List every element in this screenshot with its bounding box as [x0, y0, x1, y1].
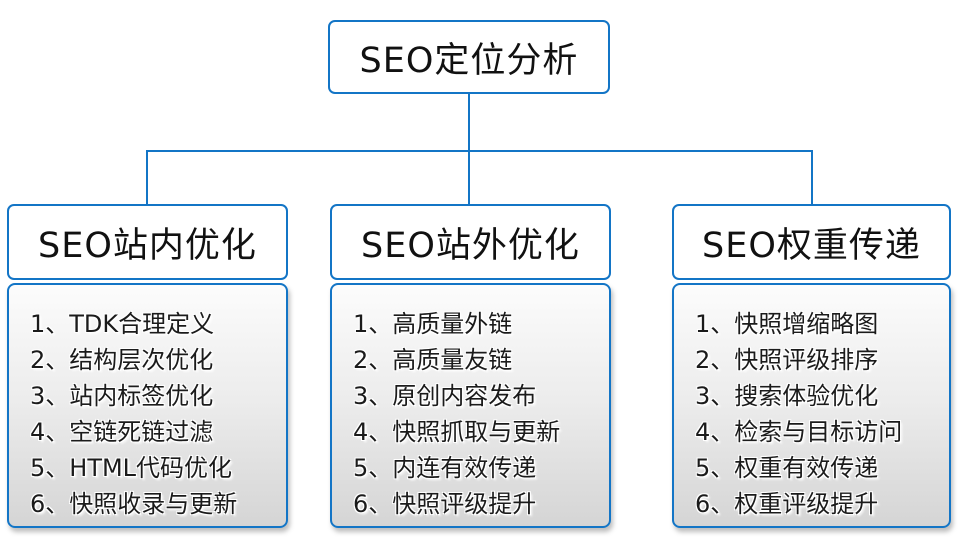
branch-header-offsite: SEO站外优化 [330, 204, 611, 280]
root-node-title: SEO定位分析 [359, 40, 579, 81]
connector-middle-drop-line [468, 150, 470, 205]
list-item: 1、高质量外链 [353, 310, 513, 338]
list-item: 6、权重评级提升 [695, 490, 879, 518]
list-item: 2、快照评级排序 [695, 346, 879, 374]
list-item: 2、高质量友链 [353, 346, 513, 374]
branch-title: SEO站内优化 [38, 225, 257, 266]
list-item: 3、站内标签优化 [30, 382, 214, 410]
list-item: 5、内连有效传递 [353, 454, 537, 482]
list-item: 3、原创内容发布 [353, 382, 537, 410]
list-item: 1、TDK合理定义 [30, 310, 215, 338]
branch-title: SEO权重传递 [702, 225, 921, 266]
list-item: 5、权重有效传递 [695, 454, 879, 482]
branch-list-offsite: 1、高质量外链 2、高质量友链 3、原创内容发布 4、快照抓取与更新 5、内连有… [330, 283, 611, 528]
list-item: 3、搜索体验优化 [695, 382, 879, 410]
list-item: 4、空链死链过滤 [30, 418, 214, 446]
list-item: 2、结构层次优化 [30, 346, 214, 374]
list-item: 4、检索与目标访问 [695, 418, 903, 446]
list-item: 4、快照抓取与更新 [353, 418, 561, 446]
branch-list-onsite: 1、TDK合理定义 2、结构层次优化 3、站内标签优化 4、空链死链过滤 5、H… [7, 283, 288, 528]
connector-root-drop-line [468, 94, 470, 151]
list-item: 5、HTML代码优化 [30, 454, 233, 482]
list-item: 6、快照评级提升 [353, 490, 537, 518]
branch-header-onsite: SEO站内优化 [7, 204, 288, 280]
branch-list-weight-transfer: 1、快照增缩略图 2、快照评级排序 3、搜索体验优化 4、检索与目标访问 5、权… [672, 283, 951, 528]
root-node-seo-positioning: SEO定位分析 [328, 20, 610, 94]
connector-horizontal-line [146, 150, 813, 152]
branch-header-weight-transfer: SEO权重传递 [672, 204, 951, 280]
branch-title: SEO站外优化 [361, 225, 580, 266]
list-item: 6、快照收录与更新 [30, 490, 238, 518]
list-item: 1、快照增缩略图 [695, 310, 879, 338]
connector-left-drop-line [146, 150, 148, 205]
connector-right-drop-line [811, 150, 813, 205]
